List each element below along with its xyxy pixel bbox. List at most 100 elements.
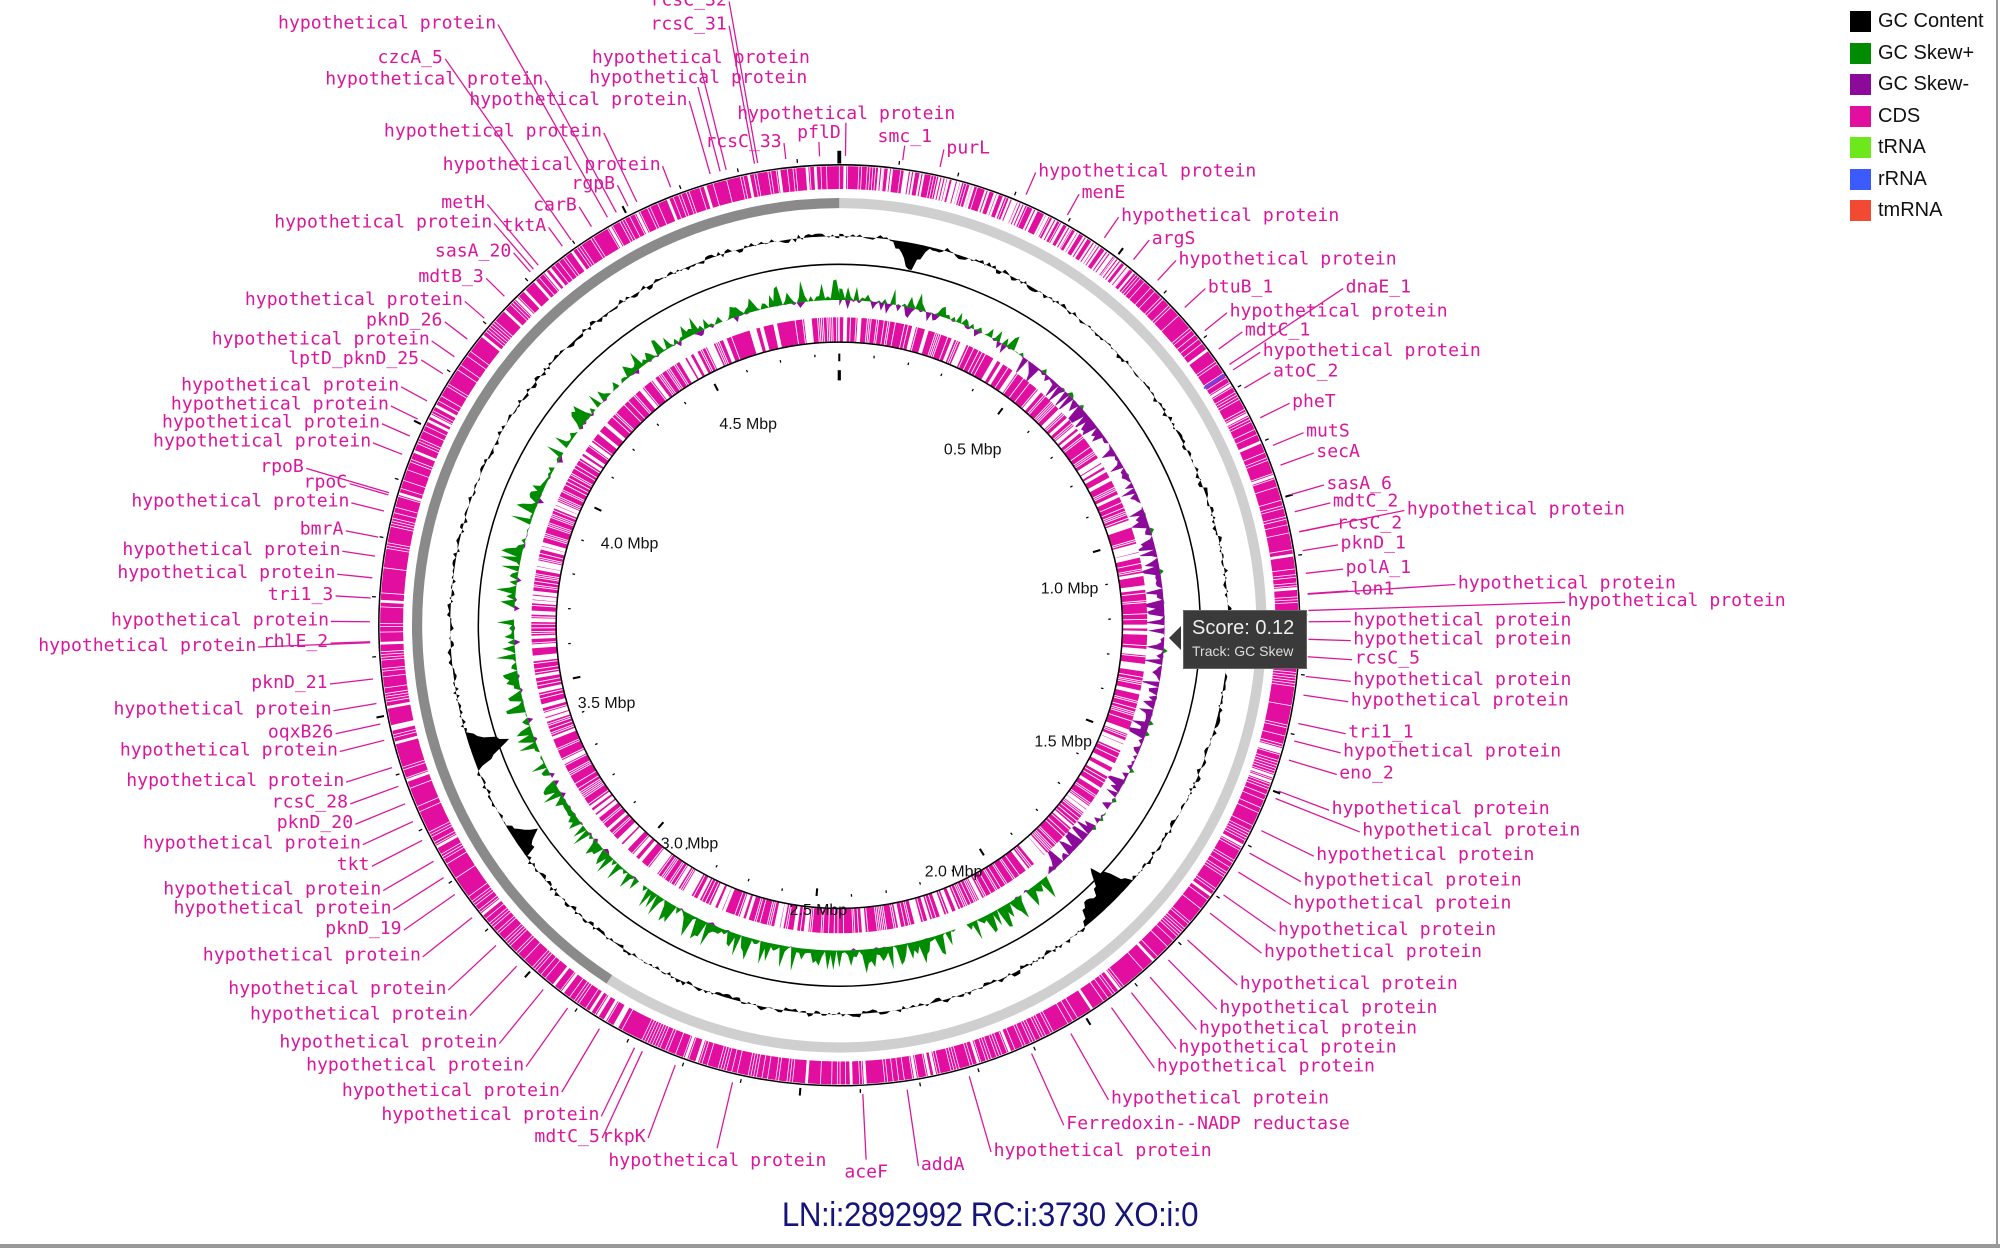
feature-label[interactable]: hypothetical protein [38, 635, 256, 656]
feature-label[interactable]: hypothetical protein [325, 68, 543, 89]
feature-label[interactable]: mdtC_5 [534, 1126, 599, 1147]
feature-label[interactable]: hypothetical protein [1458, 572, 1676, 593]
feature-label[interactable]: hypothetical protein [117, 562, 335, 583]
feature-label[interactable]: lptD_pknD_25 [288, 348, 419, 369]
feature-label[interactable]: hypothetical protein [278, 12, 496, 33]
feature-label[interactable]: hypothetical protein [994, 1140, 1212, 1161]
feature-label[interactable]: hypothetical protein [114, 699, 332, 720]
feature-label[interactable]: hypothetical protein [1351, 690, 1569, 711]
feature-label[interactable]: hypothetical protein [245, 289, 463, 310]
feature-label[interactable]: hypothetical protein [228, 978, 446, 999]
feature-label[interactable]: rpoC [304, 472, 348, 493]
legend-cds[interactable]: CDS [1850, 101, 1984, 133]
feature-label[interactable]: Ferredoxin--NADP reductase [1066, 1113, 1349, 1134]
feature-label[interactable]: mdtB_3 [418, 266, 483, 287]
feature-label[interactable]: pknD_20 [277, 812, 353, 833]
feature-label[interactable]: hypothetical protein [1304, 869, 1522, 890]
feature-label[interactable]: hypothetical protein [1121, 205, 1339, 226]
feature-label[interactable]: addA [921, 1154, 965, 1175]
feature-label[interactable]: hypothetical protein [131, 491, 349, 512]
feature-label[interactable]: rcsC_2 [1337, 512, 1402, 533]
legend-gc-content[interactable]: GC Content [1850, 6, 1984, 38]
feature-label[interactable]: hypothetical protein [443, 154, 661, 175]
feature-label[interactable]: tri1_1 [1348, 722, 1413, 743]
feature-label[interactable]: oqxB26 [268, 722, 333, 743]
feature-label[interactable]: sasA_6 [1327, 473, 1392, 494]
feature-label[interactable]: hypothetical protein [608, 1150, 826, 1171]
feature-label[interactable]: czcA_5 [378, 47, 443, 68]
feature-label[interactable]: hypothetical protein [592, 47, 810, 68]
feature-label[interactable]: hypothetical protein [163, 878, 381, 899]
legend-gc-skew-plus[interactable]: GC Skew+ [1850, 38, 1984, 70]
feature-label[interactable]: hypothetical protein [1353, 628, 1571, 649]
feature-label[interactable]: atoC_2 [1273, 361, 1338, 382]
feature-label[interactable]: rcsC_33 [705, 131, 781, 152]
feature-label[interactable]: hypothetical protein [469, 89, 687, 110]
legend-gc-skew-minus[interactable]: GC Skew- [1850, 69, 1984, 101]
feature-label[interactable]: hypothetical protein [143, 832, 361, 853]
feature-label[interactable]: hypothetical protein [250, 1003, 468, 1024]
feature-label[interactable]: mutS [1306, 421, 1350, 442]
feature-label[interactable]: polA_1 [1346, 557, 1411, 578]
feature-label[interactable]: rcsC_28 [272, 792, 348, 813]
legend-tmrna[interactable]: tmRNA [1850, 195, 1984, 227]
legend-trna[interactable]: tRNA [1850, 132, 1984, 164]
feature-label[interactable]: pflD [797, 122, 841, 143]
feature-label[interactable]: hypothetical protein [1219, 997, 1437, 1018]
feature-label[interactable]: rcsC_5 [1355, 648, 1420, 669]
feature-label[interactable]: bmrA [300, 519, 344, 540]
feature-label[interactable]: carB [533, 195, 577, 216]
feature-label[interactable]: tktA [503, 215, 547, 236]
feature-label[interactable]: lon1 [1351, 579, 1395, 600]
feature-label[interactable]: dnaE_1 [1346, 276, 1411, 297]
feature-label[interactable]: hypothetical protein [274, 211, 492, 232]
feature-label[interactable]: hypothetical protein [1179, 1037, 1397, 1058]
feature-label[interactable]: hypothetical protein [111, 609, 329, 630]
feature-label[interactable]: btuB_1 [1208, 276, 1273, 297]
feature-label[interactable]: hypothetical protein [384, 121, 602, 142]
feature-label[interactable]: hypothetical protein [171, 394, 389, 415]
feature-label[interactable]: hypothetical protein [306, 1054, 524, 1075]
feature-label[interactable]: mdtC_2 [1333, 491, 1398, 512]
feature-label[interactable]: hypothetical protein [1240, 973, 1458, 994]
feature-label[interactable]: rkpK [602, 1126, 646, 1147]
feature-label[interactable]: hypothetical protein [212, 329, 430, 350]
feature-label[interactable]: eno_2 [1339, 762, 1394, 783]
feature-label[interactable]: tri1_3 [268, 584, 333, 605]
feature-label[interactable]: hypothetical protein [381, 1104, 599, 1125]
feature-label[interactable]: hypothetical protein [181, 375, 399, 396]
feature-label[interactable]: hypothetical protein [1353, 609, 1571, 630]
feature-label[interactable]: hypothetical protein [1038, 160, 1256, 181]
feature-label[interactable]: hypothetical protein [279, 1031, 497, 1052]
feature-label[interactable]: hypothetical protein [1362, 820, 1580, 841]
feature-label[interactable]: hypothetical protein [1332, 798, 1550, 819]
feature-label[interactable]: hypothetical protein [162, 412, 380, 433]
feature-label[interactable]: rcsC_31 [651, 14, 727, 35]
feature-label[interactable]: rhlE_2 [263, 631, 328, 652]
feature-label[interactable]: hypothetical protein [120, 739, 338, 760]
feature-label[interactable]: rgpB [571, 173, 615, 194]
feature-label[interactable]: pknD_26 [366, 310, 442, 331]
feature-label[interactable]: mdtC_1 [1245, 320, 1310, 341]
feature-label[interactable]: metH [441, 192, 485, 213]
feature-label[interactable]: menE [1082, 182, 1126, 203]
feature-label[interactable]: rcsC_32 [651, 0, 727, 10]
feature-label[interactable]: hypothetical protein [1157, 1056, 1375, 1077]
feature-label[interactable]: hypothetical protein [153, 431, 371, 452]
legend-rrna[interactable]: rRNA [1850, 164, 1984, 196]
feature-label[interactable]: rpoB [260, 456, 304, 477]
feature-label[interactable]: hypothetical protein [1316, 844, 1534, 865]
feature-label[interactable]: hypothetical protein [126, 770, 344, 791]
feature-label[interactable]: aceF [844, 1162, 888, 1183]
feature-label[interactable]: hypothetical protein [1263, 340, 1481, 361]
feature-label[interactable]: hypothetical protein [1111, 1088, 1329, 1109]
feature-label[interactable]: hypothetical protein [1293, 892, 1511, 913]
feature-label[interactable]: pknD_19 [325, 918, 401, 939]
feature-label[interactable]: hypothetical protein [1353, 669, 1571, 690]
feature-label[interactable]: argS [1152, 228, 1196, 249]
feature-label[interactable]: hypothetical protein [1179, 248, 1397, 269]
feature-label[interactable]: hypothetical protein [122, 539, 340, 560]
feature-label[interactable]: hypothetical protein [173, 898, 391, 919]
feature-label[interactable]: hypothetical protein [1343, 741, 1561, 762]
feature-label[interactable]: pknD_1 [1341, 533, 1406, 554]
